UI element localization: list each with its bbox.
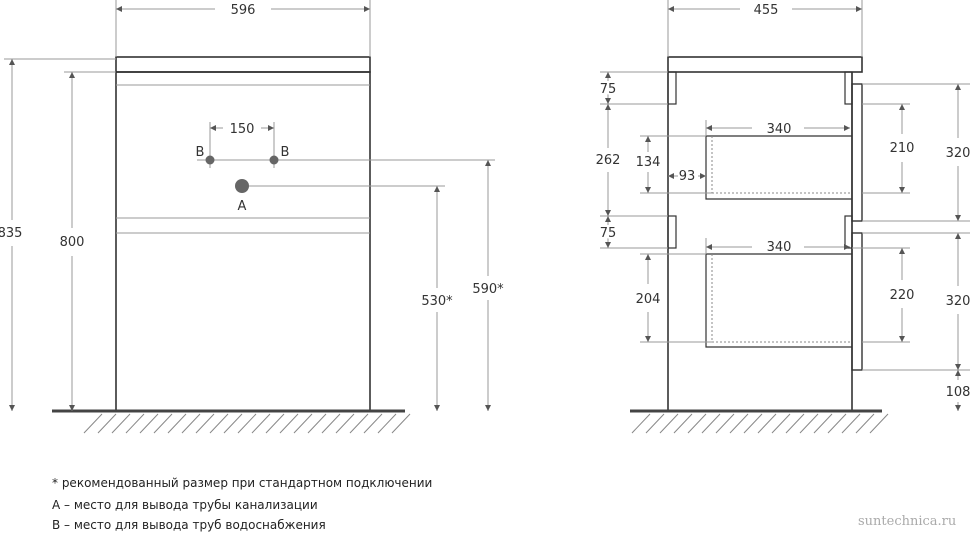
hatch-line: [391, 413, 411, 434]
water-outlet-b-right: [269, 155, 279, 165]
label-a: A: [238, 199, 247, 214]
label-b-left: B: [196, 145, 205, 160]
dim-b-spacing: 150: [230, 122, 255, 137]
hatch-line: [701, 413, 721, 434]
hatch-line: [307, 413, 327, 434]
dim-height-body: 800: [60, 235, 85, 250]
note-recommended: * рекомендованный размер при стандартном…: [52, 476, 433, 490]
dim-drawer1-depth: 340: [767, 122, 792, 137]
dim-front2-height: 320: [946, 294, 970, 309]
hatch-line: [855, 413, 875, 434]
dim-water-height: 590*: [472, 282, 504, 297]
hatch-line: [335, 413, 355, 434]
hatch-line: [125, 413, 145, 434]
side-view: 455 75 262 75 134 93 204 340 340: [596, 0, 970, 434]
floor-hatch: [83, 413, 411, 434]
dim-front1-height: 320: [946, 146, 970, 161]
hatch-line: [715, 413, 735, 434]
hatch-line: [265, 413, 285, 434]
front-view: 596 835 800 150 B B A 530* 590*: [0, 0, 504, 434]
hatch-line: [377, 413, 397, 434]
hatch-line: [83, 413, 103, 434]
hatch-line: [743, 413, 763, 434]
hatch-line: [757, 413, 777, 434]
hatch-line: [209, 413, 229, 434]
dim-front2-inner: 220: [890, 288, 915, 303]
hatch-line: [771, 413, 791, 434]
hatch-line: [195, 413, 215, 434]
dim-drawer2-depth: 340: [767, 240, 792, 255]
hatch-line: [223, 413, 243, 434]
hatch-line: [153, 413, 173, 434]
dim-drawer1-height: 134: [636, 155, 661, 170]
hatch-line: [167, 413, 187, 434]
dim-rail-top: 75: [600, 82, 617, 97]
hatch-line: [181, 413, 201, 434]
hatch-line: [813, 413, 833, 434]
dim-height-total: 835: [0, 226, 22, 241]
dim-depth: 455: [754, 3, 779, 18]
hatch-line: [729, 413, 749, 434]
label-b-right: B: [281, 145, 290, 160]
dim-plinth: 108: [946, 385, 970, 400]
drain-outlet-a: [235, 179, 249, 193]
hatch-line: [139, 413, 159, 434]
dim-rail-mid: 75: [600, 226, 617, 241]
hatch-line: [799, 413, 819, 434]
dim-drawer-offset: 93: [679, 169, 696, 184]
hatch-line: [869, 413, 889, 434]
dim-drain-height: 530*: [421, 294, 453, 309]
hatch-line: [631, 413, 651, 434]
hatch-line: [785, 413, 805, 434]
hatch-line: [687, 413, 707, 434]
dim-gap-mid: 262: [596, 153, 621, 168]
hatch-line: [111, 413, 131, 434]
hatch-line: [97, 413, 117, 434]
hatch-line: [237, 413, 257, 434]
watermark: suntechnica.ru: [858, 514, 957, 529]
note-b: B – место для вывода труб водоснабжения: [52, 518, 326, 532]
hatch-line: [349, 413, 369, 434]
dim-front1-inner: 210: [890, 141, 915, 156]
hatch-line: [659, 413, 679, 434]
dim-drawer2-height: 204: [636, 292, 661, 307]
hatch-line: [251, 413, 271, 434]
hatch-line: [673, 413, 693, 434]
hatch-line: [841, 413, 861, 434]
hatch-line: [827, 413, 847, 434]
hatch-line: [363, 413, 383, 434]
hatch-line: [279, 413, 299, 434]
hatch-line: [645, 413, 665, 434]
note-a: A – место для вывода трубы канализации: [52, 498, 318, 512]
floor-hatch: [631, 413, 889, 434]
hatch-line: [321, 413, 341, 434]
dim-width: 596: [231, 3, 256, 18]
hatch-line: [293, 413, 313, 434]
water-outlet-b-left: [205, 155, 215, 165]
